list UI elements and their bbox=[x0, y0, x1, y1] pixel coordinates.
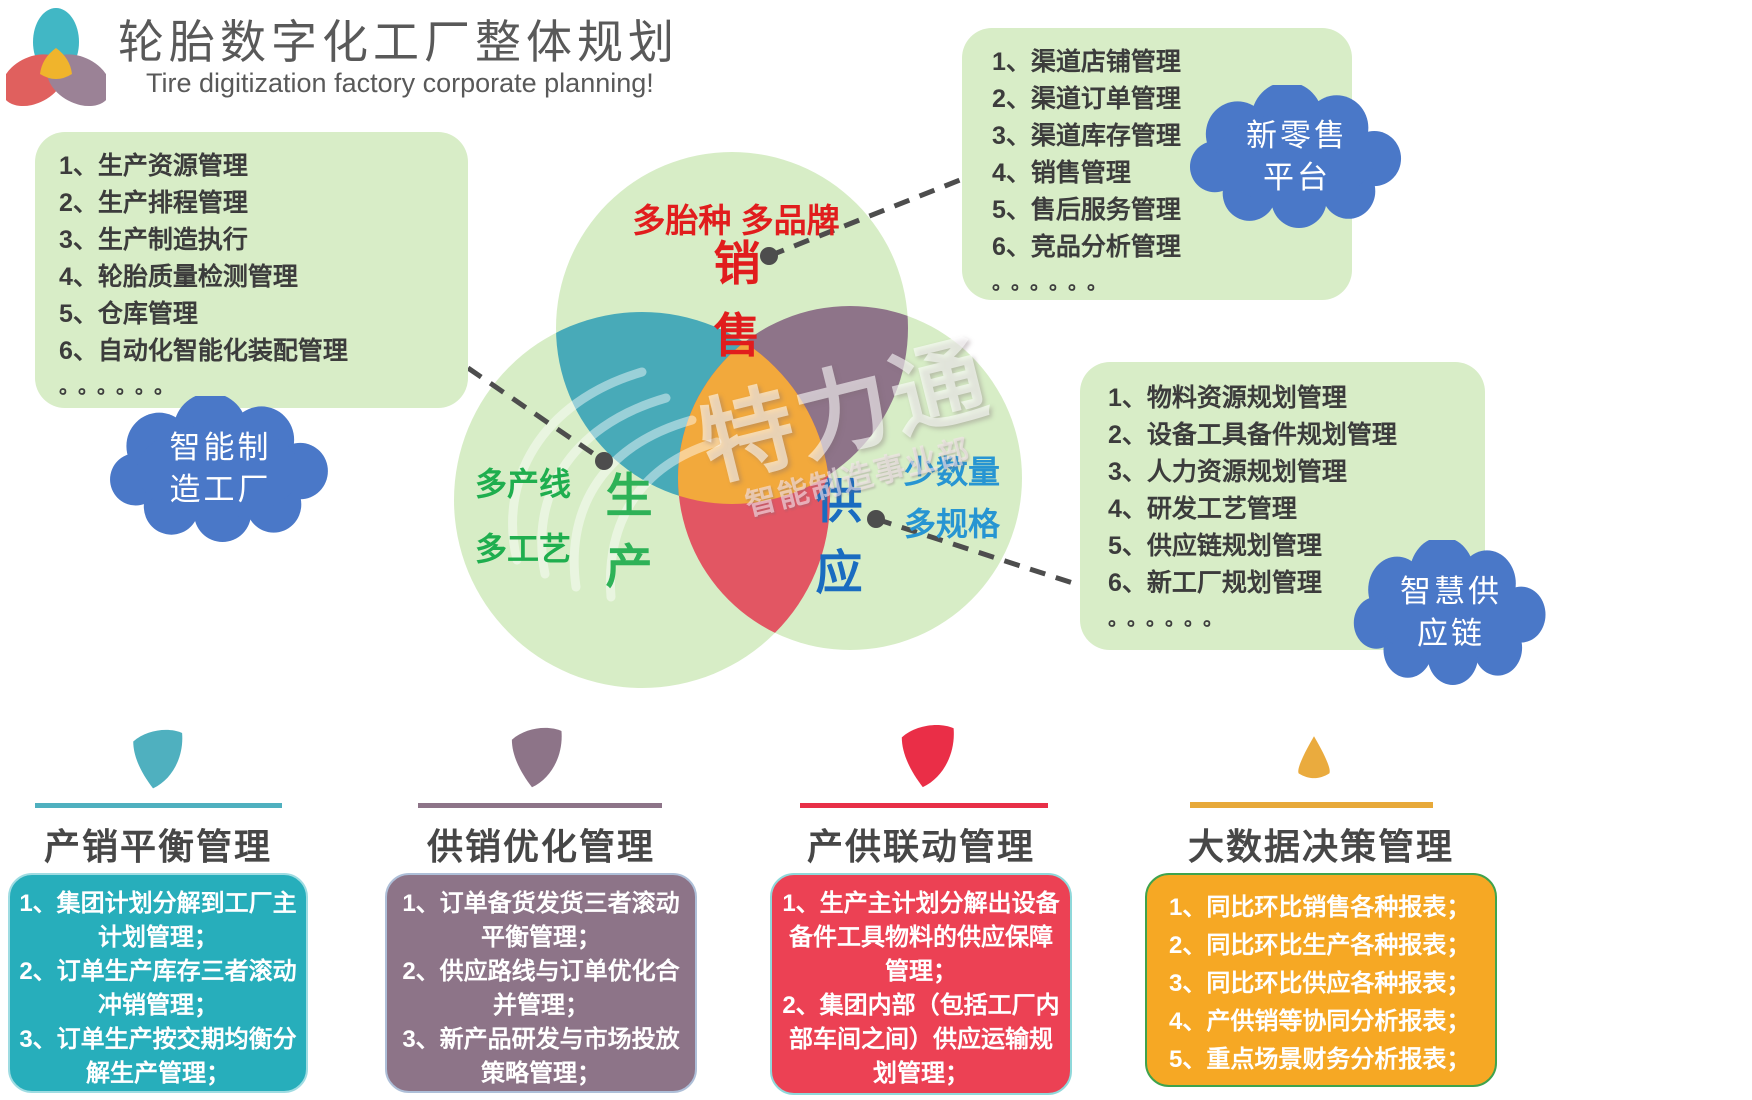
callout-item: 3、人力资源规划管理 bbox=[1108, 458, 1347, 486]
detail-item: 1、同比环比销售各种报表； bbox=[1169, 894, 1471, 921]
smart-supply-chain-cloud: 智慧供 应链 bbox=[1352, 540, 1550, 685]
detail-item: 3、同比环比供应各种报表； bbox=[1169, 970, 1471, 997]
cloud-shape-icon bbox=[1353, 540, 1546, 685]
detail-item: 1、生产主计划分解出设备备件工具物料的供应保障管理； bbox=[782, 890, 1060, 985]
callout-item: 6、自动化智能化装配管理 bbox=[59, 337, 348, 365]
column-detail-box: 1、集团计划分解到工厂主计划管理； 2、订单生产库存三者滚动冲销管理； 3、订单… bbox=[8, 873, 308, 1093]
connector-dot-production bbox=[595, 452, 613, 470]
callout-item: 1、物料资源规划管理 bbox=[1108, 384, 1347, 412]
column-title: 产销平衡管理 bbox=[43, 826, 272, 867]
page-subtitle: Tire digitization factory corporate plan… bbox=[146, 68, 654, 98]
column-divider bbox=[35, 803, 282, 808]
callout-item: 6、竞品分析管理 bbox=[992, 233, 1181, 261]
column-title: 大数据决策管理 bbox=[1187, 826, 1454, 867]
cloud-label: 应链 bbox=[1417, 615, 1485, 651]
supply-tagline: 少数量 多规格 bbox=[890, 446, 1014, 550]
column-detail-box: 1、生产主计划分解出设备备件工具物料的供应保障管理； 2、集团内部（包括工厂内部… bbox=[770, 873, 1072, 1095]
supply-char-2: 应 bbox=[815, 546, 863, 599]
callout-item: 5、仓库管理 bbox=[59, 300, 198, 328]
new-retail-cloud: 新零售 平台 bbox=[1188, 85, 1406, 228]
cloud-label: 平台 bbox=[1263, 159, 1331, 195]
callout-ellipsis: 。。。。。。 bbox=[992, 272, 1116, 294]
column-divider bbox=[418, 803, 662, 808]
callout-item: 4、轮胎质量检测管理 bbox=[59, 263, 298, 291]
production-char-1: 生 bbox=[605, 469, 653, 522]
production-tagline-1: 多产线 bbox=[474, 466, 571, 502]
connector-sales bbox=[768, 175, 966, 259]
column-title: 产供联动管理 bbox=[806, 826, 1035, 867]
callout-item: 3、生产制造执行 bbox=[59, 226, 248, 254]
callout-item: 2、设备工具备件规划管理 bbox=[1108, 421, 1397, 449]
page-title: 轮胎数字化工厂整体规划 bbox=[118, 16, 679, 68]
connector-dot-supply bbox=[867, 510, 885, 528]
cloud-label: 智能制 bbox=[169, 430, 272, 465]
callout-item: 4、销售管理 bbox=[992, 159, 1131, 187]
detail-item: 4、产供销等协同分析报表； bbox=[1169, 1008, 1471, 1035]
cloud-label: 新零售 bbox=[1246, 117, 1348, 153]
petal-icon bbox=[901, 725, 954, 788]
cloud-label: 智慧供 bbox=[1400, 573, 1502, 609]
detail-item: 1、集团计划分解到工厂主计划管理； bbox=[19, 890, 297, 951]
callout-ellipsis: 。。。。。。 bbox=[1108, 608, 1232, 630]
production-tagline: 多产线 多工艺 bbox=[455, 452, 591, 582]
petal-icon bbox=[133, 729, 183, 789]
triangle-icon bbox=[1298, 736, 1330, 779]
production-tagline-2: 多工艺 bbox=[474, 531, 571, 567]
detail-item: 5、重点场景财务分析报表； bbox=[1169, 1046, 1471, 1073]
callout-item: 2、渠道订单管理 bbox=[992, 85, 1181, 113]
detail-item: 2、订单生产库存三者滚动冲销管理； bbox=[19, 958, 297, 1019]
callout-ellipsis: 。。。。。。 bbox=[59, 376, 183, 398]
column-divider bbox=[800, 803, 1048, 808]
sales-char-2: 售 bbox=[713, 309, 761, 362]
supply-tagline-1: 少数量 bbox=[903, 454, 1000, 490]
connector-dot-sales bbox=[760, 247, 778, 265]
connector-supply bbox=[875, 516, 1083, 589]
production-char-2: 产 bbox=[605, 540, 653, 593]
sales-callout-box: 1、渠道店铺管理 2、渠道订单管理 3、渠道库存管理 4、销售管理 5、售后服务… bbox=[962, 28, 1352, 300]
callout-item: 2、生产排程管理 bbox=[59, 189, 248, 217]
column-divider bbox=[1190, 802, 1433, 808]
callout-item: 5、供应链规划管理 bbox=[1108, 532, 1322, 560]
column-title: 供销优化管理 bbox=[426, 826, 655, 867]
smart-manufacturing-cloud: 智能制 造工厂 bbox=[108, 396, 333, 542]
supply-tagline-2: 多规格 bbox=[903, 506, 1000, 542]
callout-item: 5、售后服务管理 bbox=[992, 196, 1181, 224]
watermark-swoosh bbox=[508, 367, 722, 602]
cloud-shape-icon bbox=[110, 396, 328, 542]
trefoil-logo-icon bbox=[6, 8, 106, 107]
callout-item: 1、渠道店铺管理 bbox=[992, 48, 1181, 76]
callout-item: 4、研发工艺管理 bbox=[1108, 495, 1297, 523]
detail-item: 2、集团内部（包括工厂内部车间之间）供应运输规划管理； bbox=[782, 992, 1060, 1087]
petal-icon bbox=[511, 727, 562, 788]
column-detail-box: 1、订单备货发货三者滚动平衡管理； 2、供应路线与订单优化合并管理； 3、新产品… bbox=[385, 873, 697, 1093]
sales-tagline: 多胎种 多品牌 bbox=[632, 202, 840, 239]
supply-label: 供 应 bbox=[809, 466, 869, 608]
detail-item: 2、供应路线与订单优化合并管理； bbox=[402, 958, 680, 1019]
production-label: 生 产 bbox=[599, 460, 659, 602]
production-callout-box: 1、生产资源管理 2、生产排程管理 3、生产制造执行 4、轮胎质量检测管理 5、… bbox=[35, 132, 468, 408]
cloud-shape-icon bbox=[1189, 85, 1402, 228]
supply-char-1: 供 bbox=[815, 475, 863, 528]
detail-item: 1、订单备货发货三者滚动平衡管理； bbox=[402, 890, 680, 951]
callout-item: 3、渠道库存管理 bbox=[992, 122, 1181, 150]
dashed-connectors bbox=[466, 175, 1083, 589]
callout-item: 1、生产资源管理 bbox=[59, 152, 248, 180]
column-detail-box: 1、同比环比销售各种报表； 2、同比环比生产各种报表； 3、同比环比供应各种报表… bbox=[1145, 873, 1497, 1087]
sales-char-1: 销 bbox=[713, 237, 761, 290]
detail-item: 2、同比环比生产各种报表； bbox=[1169, 932, 1471, 959]
sales-label: 销 售 bbox=[706, 228, 768, 372]
detail-item: 3、新产品研发与市场投放策略管理； bbox=[402, 1026, 680, 1087]
detail-item: 3、订单生产按交期均衡分解生产管理； bbox=[19, 1026, 297, 1087]
connector-production bbox=[466, 365, 606, 464]
callout-item: 6、新工厂规划管理 bbox=[1108, 569, 1322, 597]
cloud-label: 造工厂 bbox=[169, 472, 272, 507]
